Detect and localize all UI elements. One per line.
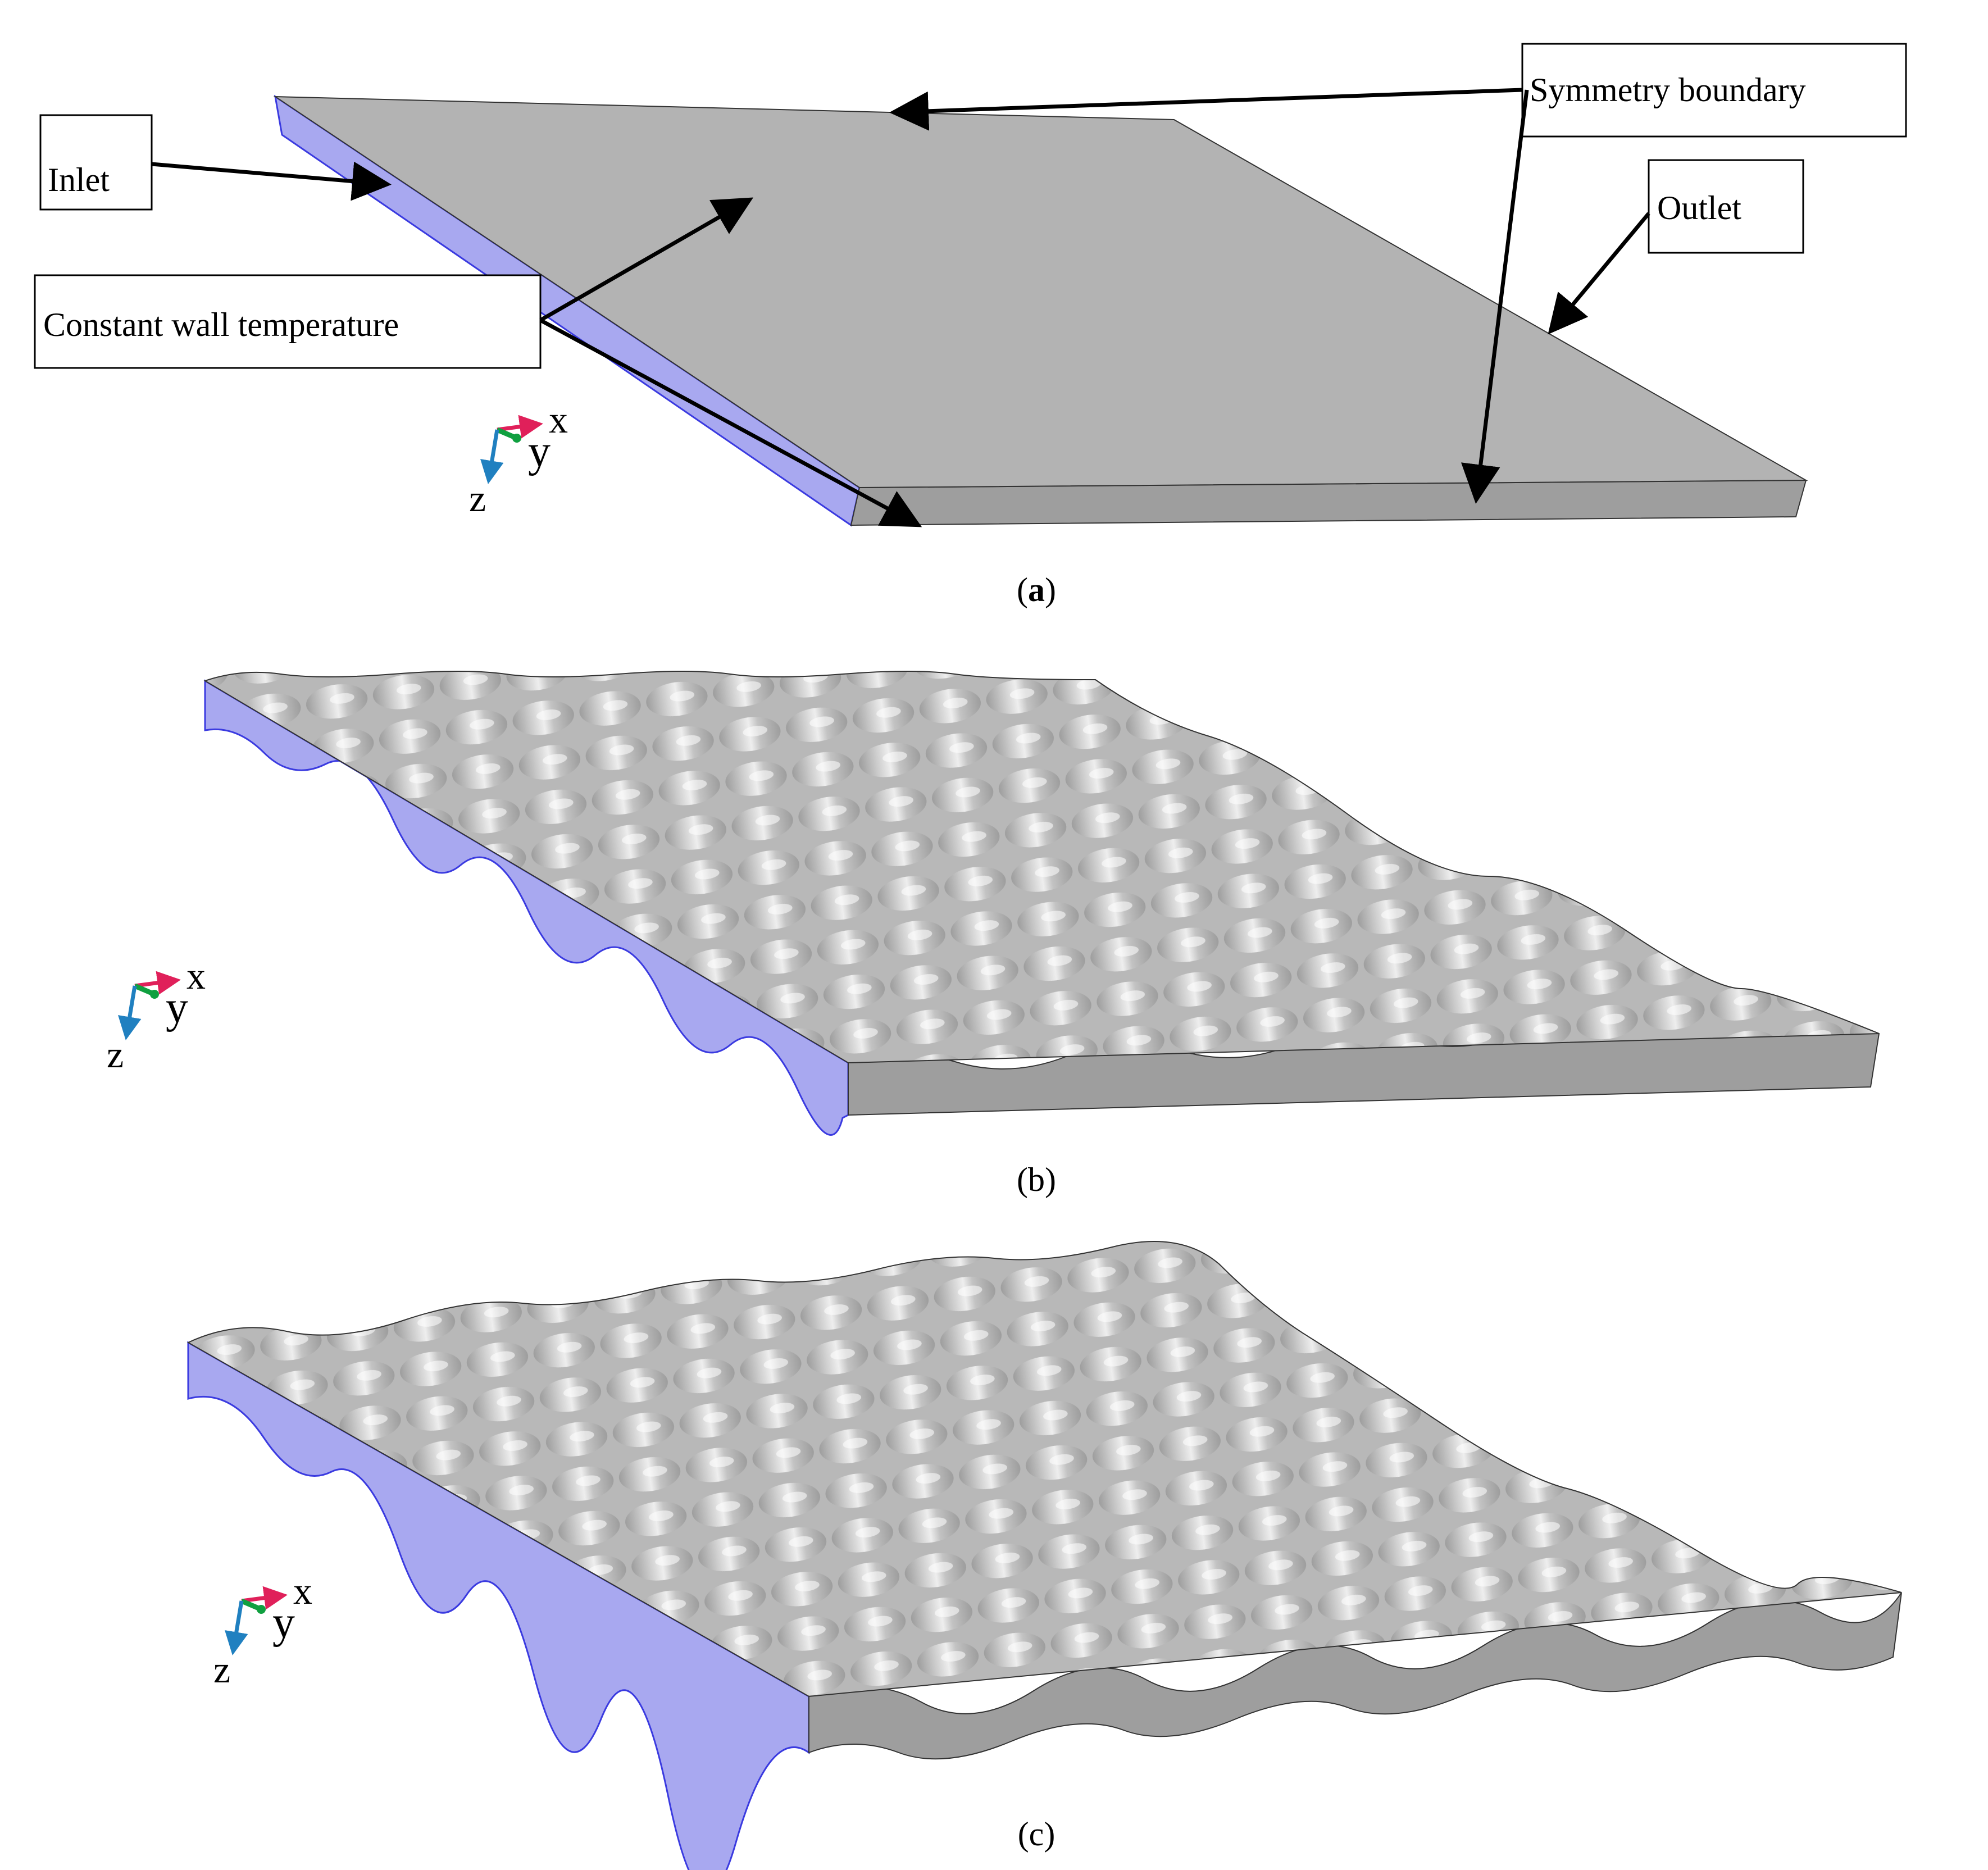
wall-label: Constant wall temperature	[43, 306, 399, 343]
symmetry-arrow-top	[889, 88, 1523, 131]
outlet-arrow	[1548, 212, 1650, 335]
wall-arrow-bottom	[539, 318, 922, 527]
panel-c: x y z (c)	[186, 1241, 1902, 1870]
caption-a: (a)	[1017, 571, 1056, 608]
panel-b: x y z (b)	[107, 671, 1880, 1198]
triad-z-label: z	[213, 1648, 230, 1691]
inlet-label: Inlet	[48, 161, 110, 198]
triad-x-label: x	[549, 398, 568, 441]
triad-x-label: x	[186, 954, 206, 997]
caption-c: (c)	[1018, 1816, 1056, 1853]
symmetry-arrow-side	[1461, 89, 1529, 504]
plate-top-face	[273, 95, 1808, 489]
wavy-inlet-face-b	[204, 679, 849, 1136]
triad-z-label: z	[107, 1033, 124, 1076]
triad-z-label: z	[469, 477, 486, 520]
triad-x-label: x	[293, 1569, 312, 1612]
symmetry-box	[1521, 43, 1907, 138]
panel-a: Inlet Symmetry boundary Outlet Constant …	[34, 43, 1907, 608]
axis-triad-c: x y z	[213, 1569, 312, 1691]
wavy-top-face-b	[203, 671, 1880, 1064]
triad-y-label: y	[528, 427, 551, 476]
outlet-label: Outlet	[1657, 189, 1741, 226]
triad-y-label: y	[166, 983, 188, 1032]
inlet-arrow	[151, 161, 392, 201]
triad-y-label: y	[272, 1598, 295, 1648]
wavy-top-face-c	[186, 1241, 1902, 1698]
axis-triad-b: x y z	[107, 954, 206, 1076]
caption-b: (b)	[1017, 1161, 1056, 1198]
inlet-box	[39, 114, 153, 211]
symmetry-label: Symmetry boundary	[1530, 71, 1806, 108]
outlet-box	[1648, 159, 1804, 254]
wavy-inlet-face-c	[187, 1341, 810, 1870]
axis-triad-a: x y z	[469, 398, 568, 520]
wall-arrow-top	[539, 197, 754, 322]
wall-box	[34, 274, 542, 369]
